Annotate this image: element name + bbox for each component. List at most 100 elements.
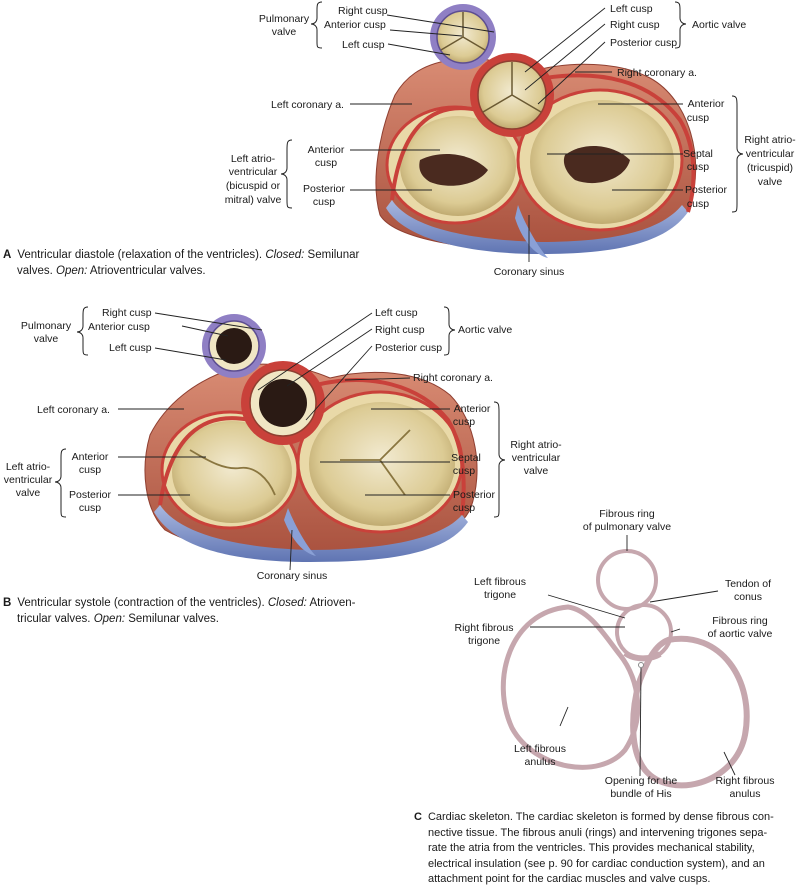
pb-pulmonary-valve-line1: Pulmonary — [21, 320, 72, 332]
pa-tricuspid-1: Right atrio- — [744, 134, 796, 146]
pa-anterior-cusp-right-2: cusp — [687, 112, 709, 124]
coronary-sinus-opening-a — [515, 205, 548, 258]
pa-mitral-4: mitral) valve — [225, 194, 282, 206]
pulmonary-fibrous-ring — [596, 549, 658, 611]
pc-right-fibrous-trigone-1: Right fibrous — [455, 622, 514, 634]
caption-c: C Cardiac skeleton. The cardiac skeleton … — [414, 810, 800, 888]
pa-anterior-cusp-right-1: Anterior — [688, 98, 725, 110]
pc-fibrous-ring-pulmonary-1: Fibrous ring — [599, 508, 655, 520]
pb-anterior-cusp-left-2: cusp — [79, 464, 101, 476]
mitral-opening-a — [419, 154, 488, 186]
pa-tricuspid-2: ventricular — [746, 148, 795, 160]
caption-a-line2: valves. — [17, 265, 53, 277]
pb-right-coronary: Right coronary a. — [413, 372, 493, 384]
pc-left-fibrous-anulus-1: Left fibrous — [514, 743, 566, 755]
pb-anterior-cusp-left-1: Anterior — [72, 451, 109, 463]
left-fibrous-anulus — [500, 604, 641, 770]
caption-c-line2: nective tissue. The fibrous anuli (rings… — [428, 826, 768, 839]
pa-septal-cusp-2: cusp — [687, 161, 709, 173]
pc-fibrous-ring-pulmonary-2: of pulmonary valve — [583, 521, 671, 533]
pc-left-fibrous-trigone-1: Left fibrous — [474, 576, 526, 588]
pb-pv-right-cusp: Right cusp — [102, 307, 152, 319]
right-fibrous-trigone-shape — [623, 650, 662, 662]
caption-c-letter: C — [414, 811, 422, 823]
pa-mitral-3: (bicuspid or — [226, 180, 281, 192]
pa-posterior-cusp-left-1: Posterior — [303, 183, 346, 195]
pa-left-coronary: Left coronary a. — [271, 99, 344, 111]
caption-c-line5: attachment point for the cardiac muscles… — [428, 873, 711, 885]
caption-a-line2-rest: Atrioventricular valves. — [89, 265, 206, 277]
coronary-sinus-band-b — [154, 505, 468, 562]
aortic-fibrous-ring — [615, 603, 673, 661]
caption-b-letter: B — [3, 597, 12, 609]
pb-mitral-2: ventricular — [4, 474, 53, 486]
pa-tricuspid-4: valve — [758, 176, 783, 188]
pc-tendon-of-conus-2: conus — [734, 591, 762, 603]
pc-opening-bundle-his-1: Opening for the — [605, 775, 678, 787]
mitral-valve-b — [172, 421, 292, 523]
pa-posterior-cusp-right-1: Posterior — [685, 184, 728, 196]
leader-lines — [118, 7, 736, 777]
pb-av-posterior-cusp: Posterior cusp — [375, 342, 442, 354]
pa-posterior-cusp-left-2: cusp — [313, 196, 335, 208]
pa-septal-cusp-1: Septal — [683, 148, 713, 160]
caption-a-closed: Closed: — [265, 249, 305, 261]
pa-pv-anterior-cusp: Anterior cusp — [324, 19, 386, 31]
aortic-opening-b — [259, 379, 307, 427]
pa-pv-right-cusp: Right cusp — [338, 5, 388, 17]
pa-av-posterior-cusp: Posterior cusp — [610, 37, 677, 49]
pa-pulmonary-valve-line1: Pulmonary — [259, 13, 310, 25]
pc-fibrous-ring-aortic-2: of aortic valve — [708, 628, 773, 640]
pa-mitral-1: Left atrio- — [231, 153, 276, 165]
pa-av-right-cusp: Right cusp — [610, 19, 660, 31]
pb-pulmonary-valve-line2: valve — [34, 333, 59, 345]
pb-posterior-cusp-right-1: Posterior — [453, 489, 496, 501]
pc-left-fibrous-trigone-2: trigone — [484, 589, 516, 601]
pa-pulmonary-valve-line2: valve — [272, 26, 297, 38]
pb-posterior-cusp-left-1: Posterior — [69, 489, 112, 501]
pc-left-fibrous-anulus-2: anulus — [525, 756, 556, 768]
pb-septal-cusp-2: cusp — [453, 465, 475, 477]
pc-right-fibrous-trigone-2: trigone — [468, 635, 500, 647]
pb-posterior-cusp-right-2: cusp — [453, 502, 475, 514]
pb-septal-cusp-1: Septal — [451, 452, 481, 464]
pb-tricuspid-3: valve — [524, 465, 549, 477]
caption-c-line4: electrical insulation (see p. 90 for car… — [428, 857, 765, 870]
bundle-of-his-opening — [638, 662, 644, 668]
pa-av-left-cusp: Left cusp — [610, 3, 653, 15]
pb-mitral-3: valve — [16, 487, 41, 499]
brackets — [54, 1, 744, 518]
caption-b-open: Open: — [93, 613, 126, 625]
pb-tricuspid-1: Right atrio- — [510, 439, 562, 451]
caption-b-line1: Ventricular systole (contraction of the … — [17, 597, 265, 609]
panel-b-labels: Pulmonary valve Right cusp Anterior cusp… — [4, 307, 562, 582]
pb-av-left-cusp: Left cusp — [375, 307, 418, 319]
pc-tendon-of-conus-1: Tendon of — [725, 578, 771, 590]
pb-left-coronary: Left coronary a. — [37, 404, 110, 416]
pulmonary-opening-b — [216, 328, 252, 364]
pb-av-right-cusp: Right cusp — [375, 324, 425, 336]
caption-b: B Ventricular systole (contraction of the… — [3, 595, 378, 627]
caption-c-line1: Cardiac skeleton. The cardiac skeleton i… — [427, 811, 774, 823]
tricuspid-closure-line-b — [340, 429, 411, 496]
tricuspid-opening-a — [563, 145, 630, 184]
pb-anterior-cusp-right-2: cusp — [453, 416, 475, 428]
left-coronary-artery-a — [390, 106, 479, 201]
caption-c-line3: rate the atria from the ventricles. This… — [428, 842, 755, 854]
caption-a-letter: A — [3, 249, 12, 261]
panel-c-labels: Fibrous ring of pulmonary valve Left fib… — [455, 508, 775, 800]
pa-pv-left-cusp: Left cusp — [342, 39, 385, 51]
pa-right-coronary: Right coronary a. — [617, 67, 697, 79]
pulmonary-commissures-a — [440, 12, 486, 51]
pa-aortic-valve: Aortic valve — [692, 19, 746, 31]
pc-right-fibrous-anulus-1: Right fibrous — [716, 775, 775, 787]
pb-mitral-1: Left atrio- — [6, 461, 51, 473]
pc-opening-bundle-his-2: bundle of His — [610, 788, 671, 800]
panel-a-illustration — [375, 4, 697, 258]
pb-aortic-valve: Aortic valve — [458, 324, 512, 336]
pa-anterior-cusp-left-1: Anterior — [308, 144, 345, 156]
caption-b-line2: tricular valves. — [17, 613, 91, 625]
pa-coronary-sinus: Coronary sinus — [494, 266, 565, 278]
